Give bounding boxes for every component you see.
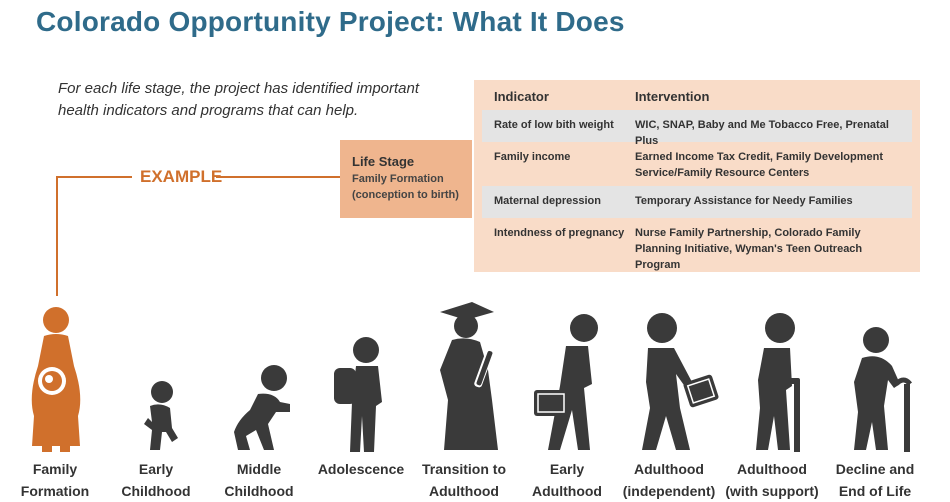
indicator-cell: Family income [494,151,571,163]
page-title: Colorado Opportunity Project: What It Do… [36,6,625,37]
life-stage-heading: Life Stage [352,154,415,169]
example-connector-vertical [56,176,58,296]
indicator-cell: Intendness of pregnancy [494,227,625,239]
indicator-cell: Rate of low bith weight [494,119,614,131]
table-header: Indicator Intervention [482,80,912,110]
example-connector-left [56,176,132,178]
adult-independent-icon [642,313,719,450]
example-label: EXAMPLE [140,167,223,186]
stage-label-adolescence: Adolescence [317,461,405,477]
life-stage-subtitle: Family Formation (conception to birth) [352,171,460,203]
intervention-cell: WIC, SNAP, Baby and Me Tobacco Free, Pre… [635,119,889,147]
adult-with-support-icon [756,313,800,452]
toddler-icon [144,381,178,450]
graduate-icon [440,302,498,450]
life-stage-subtitle-line2: (conception to birth) [352,189,459,201]
indicator-table: Indicator Intervention Rate of low bith … [474,80,920,272]
indicator-cell: Maternal depression [494,195,601,207]
intro-text: For each life stage, the project has ide… [58,80,420,119]
young-adult-icon [534,314,598,450]
stage-label-adulthood-with-support: Adulthood(with support) [725,461,819,499]
crawling-child-icon [234,365,290,450]
elderly-icon [854,327,912,452]
intervention-cell: Temporary Assistance for Needy Families [635,195,853,207]
life-stage-box: Life Stage Family Formation (conception … [340,140,472,218]
header-indicator: Indicator [494,89,549,104]
header-intervention: Intervention [635,89,710,104]
table-row: Maternal depression Temporary Assistance… [482,186,912,218]
example-connector-right [216,176,340,178]
table-row: Family income Earned Income Tax Credit, … [482,142,912,186]
adolescent-icon [334,337,382,452]
table-row: Intendness of pregnancy Nurse Family Par… [482,218,912,271]
pregnant-woman-icon [31,307,81,452]
intervention-cell: Nurse Family Partnership, Colorado Famil… [635,227,863,271]
life-stage-subtitle-line1: Family Formation [352,173,444,185]
stage-label-adulthood-independent: Adulthood(independent) [622,461,716,499]
table-row: Rate of low bith weight WIC, SNAP, Baby … [482,110,912,147]
intervention-cell: Earned Income Tax Credit, Family Develop… [635,151,883,179]
